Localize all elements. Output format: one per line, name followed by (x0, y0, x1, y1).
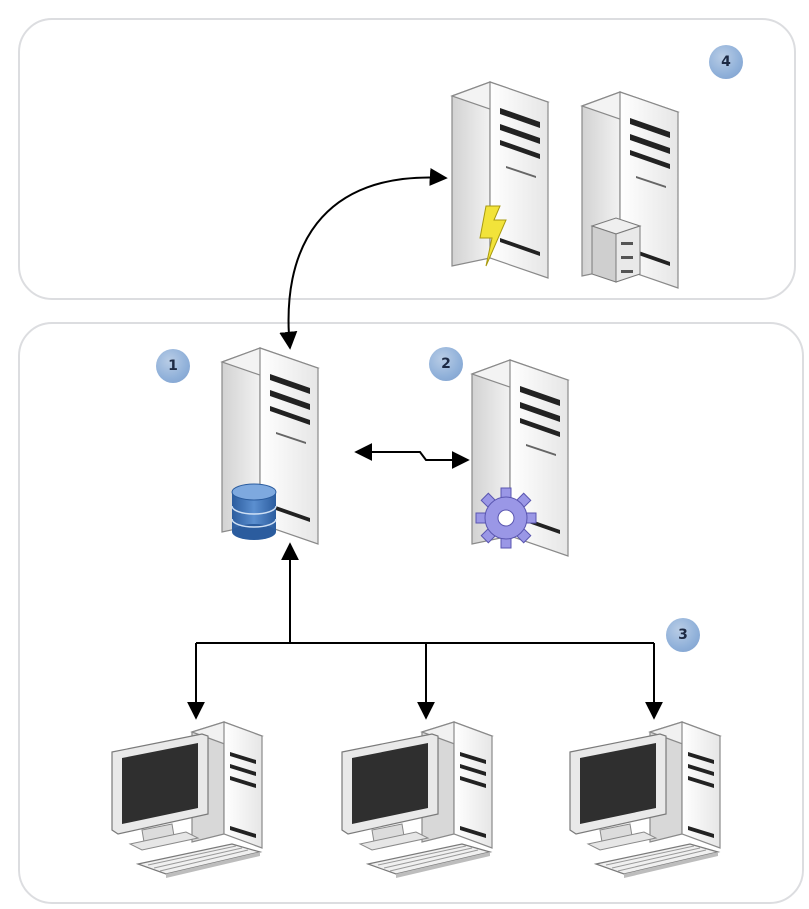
connector-web-to-db (279, 168, 448, 350)
connector-db-to-app (354, 443, 470, 469)
client-computer-3 (569, 721, 721, 879)
client-computer-2 (341, 721, 493, 879)
badge-1: 1 (156, 349, 190, 383)
badge-2: 2 (429, 347, 463, 381)
lightning-icon (479, 205, 507, 267)
database-icon (231, 483, 277, 540)
badge-4: 4 (709, 45, 743, 79)
client-computer-1 (111, 721, 263, 879)
file-cabinet-icon (590, 217, 642, 283)
web-server (451, 81, 549, 279)
gear-icon (475, 487, 537, 549)
badge-3: 3 (666, 618, 700, 652)
